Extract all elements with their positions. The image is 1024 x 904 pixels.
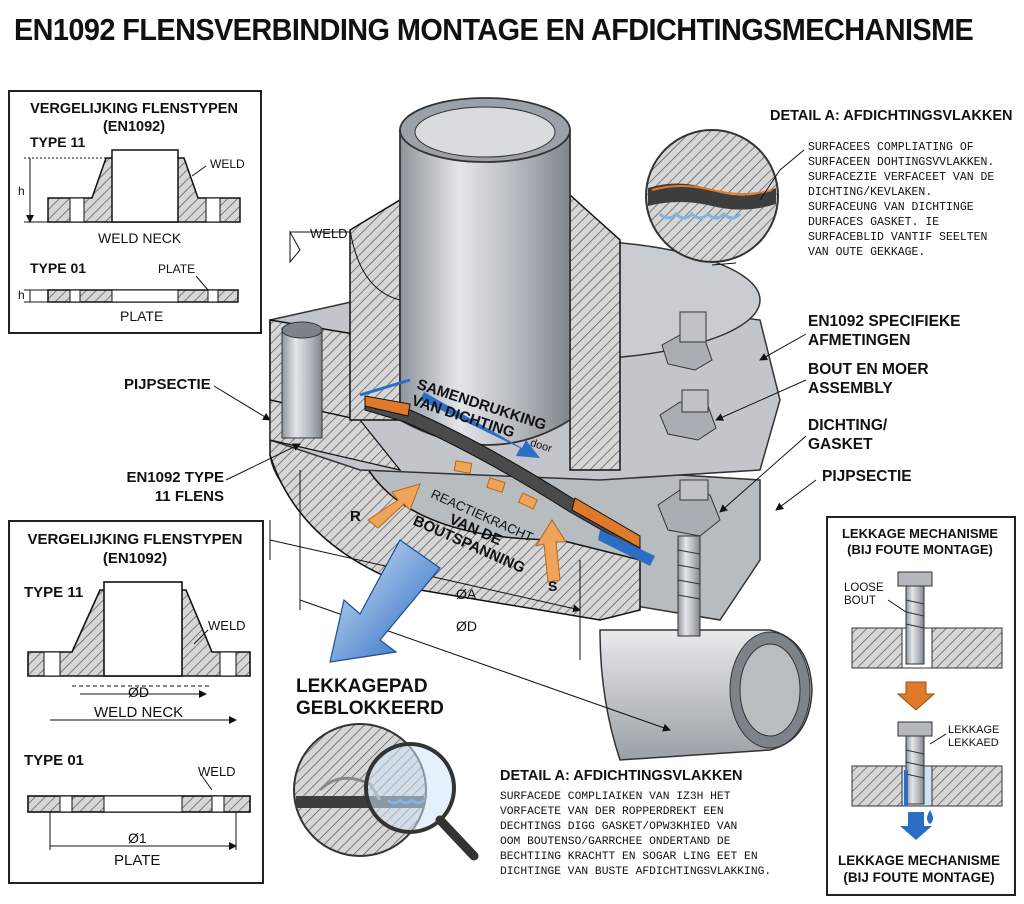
main-cutaway-flange: [269, 97, 813, 761]
comparison-heading-top: VERGELIJKING FLENSTYPEN (EN1092): [30, 101, 238, 135]
pijpsectie-right-callout: PIJPSECTIE: [822, 468, 912, 485]
lekkage-label: LEKKAGE LEKKAED: [948, 724, 1000, 749]
comparison-heading-bottom: VERGELIJKING FLENSTYPEN (EN1092): [27, 531, 243, 567]
type11-flens-callout: EN1092 TYPE 11 FLENS: [126, 469, 224, 505]
weld-label-top: WELD: [210, 157, 245, 171]
flange-type-comparison-top: [8, 90, 262, 334]
detail-a-text-top: SURFACEES COMPLIATING OF SURFACEEN DOHTI…: [808, 141, 995, 259]
od-dimension-label: ØD: [128, 684, 149, 700]
plate-flange-large: [27, 775, 251, 850]
force-r-label: R: [350, 508, 361, 525]
detail-a-text-bottom: SURFACEDE COMPLIAIKEN VAN IZ3H HET VORFA…: [500, 791, 772, 878]
type01-label-top: TYPE 01: [30, 260, 87, 276]
leader-lines: [213, 149, 817, 513]
flange-type-comparison-bottom: [8, 520, 264, 884]
detail-a-heading-bottom: DETAIL A: AFDICHTINGSVLAKKEN: [500, 768, 743, 784]
o1-dimension-label: Ø1: [128, 830, 147, 846]
bout-moer-callout: BOUT EN MOER ASSEMBLY: [808, 361, 929, 397]
weld-neck-caption-top: WELD NECK: [98, 230, 182, 246]
weld-label-bottom: WELD: [208, 618, 246, 633]
weld-neck-flange-large: [27, 581, 251, 724]
plate-tag-top: PLATE: [158, 262, 196, 276]
plate-caption-top: PLATE: [120, 308, 164, 324]
weld-neck-caption-bottom: WELD NECK: [94, 704, 184, 721]
force-s-label: S: [548, 578, 558, 594]
weld-neck-flange-small: [24, 149, 241, 223]
phi-a-label: ØA: [456, 586, 477, 602]
height-label-plate-top: h: [18, 288, 25, 302]
leak-mechanism-footer: LEKKAGE MECHANISME (BIJ FOUTE MONTAGE): [837, 853, 1000, 885]
page-title: EN1092 FLENSVERBINDING MONTAGE EN AFDICH…: [14, 12, 974, 47]
weld-label-plate-bottom: WELD: [198, 764, 236, 779]
leak-mechanism-graphic: [851, 571, 1003, 840]
plate-caption-bottom: PLATE: [114, 852, 161, 869]
leak-mechanism-heading: LEKKAGE MECHANISME (BIJ FOUTE MONTAGE): [841, 526, 998, 557]
type11-label-bottom: TYPE 11: [24, 584, 84, 601]
type01-label-bottom: TYPE 01: [24, 752, 85, 769]
loose-bout-label: LOOSE BOUT: [844, 582, 884, 607]
plate-flange-small: [24, 275, 239, 303]
specifieke-afmetingen-callout: EN1092 SPECIFIEKE AFMETINGEN: [808, 313, 961, 349]
weld-callout: WELD: [310, 226, 348, 241]
height-label-top: h: [18, 184, 25, 198]
pijpsectie-left-callout: PIJPSECTIE: [124, 376, 211, 393]
leak-mechanism-box: [826, 516, 1016, 896]
phi-d-label: ØD: [456, 618, 477, 634]
detail-circle-top: [645, 129, 779, 263]
dichting-gasket-callout: DICHTING/ GASKET: [808, 417, 888, 453]
detail-circle-bottom: [293, 723, 479, 861]
detail-a-heading-top: DETAIL A: AFDICHTINGSVLAKKEN: [770, 108, 1013, 124]
type11-label-top: TYPE 11: [30, 134, 86, 150]
lekkagepad-label: LEKKAGEPAD GEBLOKKEERD: [296, 676, 444, 719]
bolt-stack: [657, 311, 721, 637]
